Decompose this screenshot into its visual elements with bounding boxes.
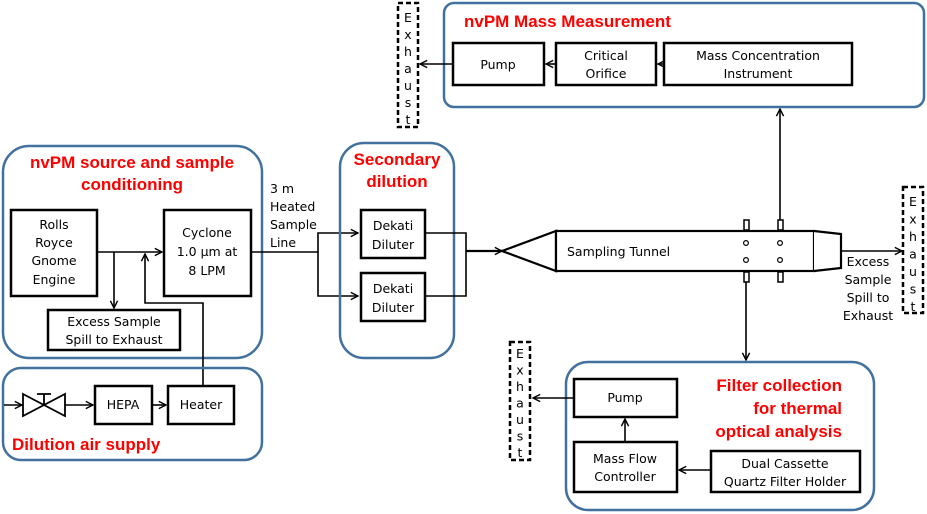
critical-orifice-label-2: Orifice (586, 66, 627, 81)
mass-flow-label-2: Controller (594, 469, 656, 484)
group-filter-title-1: Filter collection (716, 376, 842, 395)
group-secondary-title-1: Secondary (354, 150, 441, 169)
group-source-title-1: nvPM source and sample (30, 153, 234, 172)
excess-spill-box (46, 308, 182, 352)
engine-label-3: Gnome (31, 253, 76, 268)
group-filter-title-3: optical analysis (715, 422, 842, 441)
engine-box (9, 208, 99, 298)
exhaust-letter: s (405, 95, 412, 110)
mass-flow-label-1: Mass Flow (593, 451, 657, 466)
group-secondary-title-2: dilution (366, 172, 427, 191)
exhaust-letter: h (516, 379, 524, 394)
heater-box (166, 384, 236, 426)
tunnel-excess-label-3: Spill to (847, 290, 890, 305)
heated-line-label-4: Line (270, 235, 296, 250)
heated-line-label-3: Sample (270, 217, 317, 232)
dekati1-label-2: Diluter (372, 237, 415, 252)
tunnel-excess-label-4: Exhaust (843, 308, 893, 323)
exhaust-letter: t (911, 299, 916, 314)
group-mass-measurement (442, 1, 926, 109)
group-filter-title-2: for thermal (753, 399, 842, 418)
critical-orifice-box (554, 41, 658, 87)
heated-line-label-1: 3 m (270, 181, 294, 196)
excess-spill-label-2: Spill to Exhaust (66, 332, 163, 347)
exhaust-letter: a (404, 61, 412, 76)
sampling-tunnel-label: Sampling Tunnel (567, 244, 670, 259)
heater-to-cyclone-arrow (145, 254, 204, 402)
engine-label-2: Royce (35, 235, 73, 250)
cyclone-label-2: 1.0 µm at (177, 244, 238, 259)
engine-label-4: Engine (33, 272, 76, 287)
mass-instrument-label-2: Instrument (724, 66, 793, 81)
exhaust-letter: a (909, 247, 917, 262)
filter-pump-box (572, 377, 679, 419)
filter-holder-label-1: Dual Cassette (741, 456, 829, 471)
diluter-merge-line (425, 232, 467, 297)
heated-line-label-2: Heated (270, 199, 315, 214)
exhaust-box-mass: Exhaust (396, 1, 420, 129)
cyclone-box (162, 208, 253, 298)
cyclone-label-1: Cyclone (182, 225, 232, 240)
mass-instrument-label-1: Mass Concentration (696, 48, 820, 63)
group-secondary-dilution (338, 141, 456, 360)
group-filter-collection (564, 360, 876, 512)
exhaust-box-filter: Exhaust (508, 340, 532, 462)
exhaust-letter: u (404, 78, 412, 93)
exhaust-letter: E (909, 194, 917, 209)
exhaust-letter: s (517, 429, 524, 444)
tunnel-excess-label-1: Excess (847, 254, 890, 269)
exhaust-letter: s (910, 282, 917, 297)
exhaust-letter: h (909, 229, 917, 244)
critical-orifice-label-1: Critical (584, 48, 628, 63)
exhaust-letter: E (516, 346, 524, 361)
exhaust-letter: t (518, 445, 523, 460)
engine-label-1: Rolls (39, 217, 68, 232)
exhaust-letter: t (406, 112, 411, 127)
exhaust-letter: a (516, 396, 524, 411)
mass-instrument-box (662, 41, 854, 87)
heater-label: Heater (180, 397, 223, 412)
dekati1-label-1: Dekati (373, 218, 413, 233)
group-dilution-air-title: Dilution air supply (12, 435, 161, 454)
cyclone-label-3: 8 LPM (188, 263, 225, 278)
filter-holder-box (709, 449, 862, 494)
mass-flow-controller-box (572, 440, 679, 494)
dekati2-label-1: Dekati (373, 281, 413, 296)
exhaust-letter: x (909, 212, 916, 227)
dekati-diluter-1-box (359, 208, 427, 260)
exhaust-letter: x (404, 27, 411, 42)
exhaust-letter: E (404, 10, 412, 25)
sampling-tunnel (498, 219, 843, 283)
filter-pump-label: Pump (607, 390, 642, 405)
mass-pump-box (451, 41, 546, 87)
filter-holder-label-2: Quartz Filter Holder (724, 474, 847, 489)
valve-icon (22, 392, 66, 418)
dekati2-label-2: Diluter (372, 300, 415, 315)
exhaust-letter: u (909, 264, 917, 279)
exhaust-letter: u (516, 412, 524, 427)
line-to-dekati2-arrow (317, 252, 358, 296)
group-mass-title: nvPM Mass Measurement (464, 12, 671, 31)
group-source-title-2: conditioning (81, 175, 183, 194)
excess-spill-label-1: Excess Sample (67, 314, 161, 329)
mass-pump-label: Pump (480, 57, 515, 72)
tunnel-excess-label-2: Sample (845, 272, 892, 287)
group-dilution-air (1, 366, 264, 462)
exhaust-letter: x (516, 363, 523, 378)
line-to-dekati1-arrow (317, 233, 358, 252)
dekati-diluter-2-box (359, 271, 427, 323)
hepa-label: HEPA (107, 397, 140, 412)
exhaust-letter: h (404, 44, 412, 59)
exhaust-box-tunnel: Exhaust (901, 185, 925, 315)
